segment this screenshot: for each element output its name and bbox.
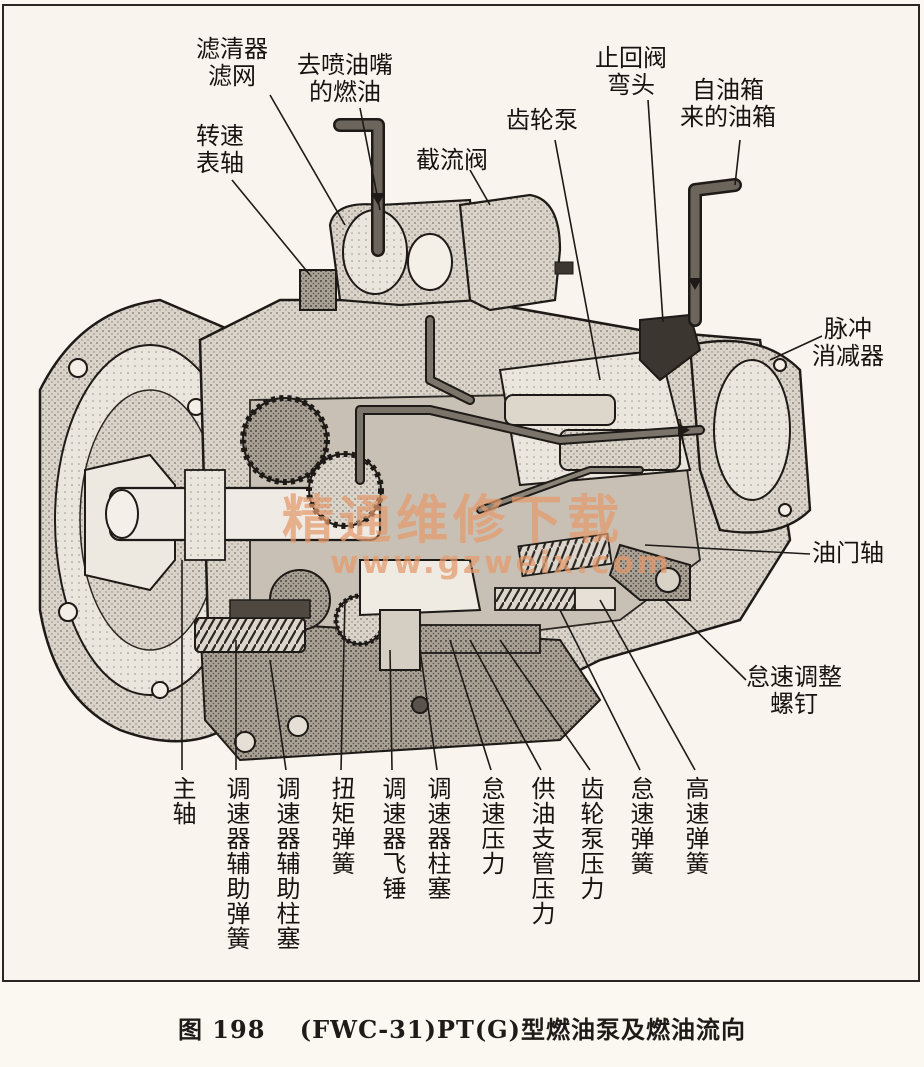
label-tach-shaft: 转速 表轴	[196, 122, 244, 177]
label-throttle-shaft: 油门轴	[812, 539, 884, 567]
label-gear-pump-pressure: 齿轮泵压力	[576, 776, 604, 901]
pulse-damper	[688, 339, 812, 534]
label-governor-aux-spring: 调速器辅助弹簧	[222, 776, 250, 951]
fuel-flow-paths	[333, 118, 742, 514]
label-governor-plunger: 调速器柱塞	[423, 776, 451, 901]
throttle-shaft-lever	[608, 543, 691, 601]
label-throttle-valve: 截流阀	[416, 146, 488, 174]
label-check-valve-elbow: 止回阀 弯头	[595, 44, 667, 99]
speed-springs	[494, 532, 616, 611]
label-filter-screen: 滤清器 滤网	[196, 35, 268, 90]
label-idle-adjust-screw: 怠速调整 螺钉	[746, 663, 842, 718]
label-governor-flyweight: 调速器飞锤	[378, 776, 406, 901]
label-governor-aux-plunger: 调速器辅助柱塞	[272, 776, 300, 951]
filter-and-throttle-housing	[299, 193, 574, 312]
label-main-shaft: 主轴	[168, 776, 196, 826]
check-valve-elbow	[639, 313, 702, 382]
label-high-speed-spring: 高速弹簧	[681, 776, 709, 876]
label-to-injector: 去喷油嘴 的燃油	[297, 51, 393, 106]
watermark-url: www.gzweix.com	[330, 545, 672, 581]
label-manifold-pressure: 供油支管压力	[527, 776, 555, 926]
watermark-text: 精通维修下载	[282, 490, 625, 551]
label-torque-spring: 扭矩弹簧	[327, 776, 355, 876]
governor-aux-assembly	[194, 599, 311, 653]
governor-assembly	[359, 559, 541, 671]
gear-pump-section	[498, 348, 692, 487]
label-from-tank: 自油箱 来的油箱	[680, 76, 776, 131]
leader-lines	[181, 94, 823, 771]
figure-caption: 图 198 (FWC-31)PT(G)型燃油泵及燃油流向	[177, 1015, 747, 1044]
label-idle-spring: 怠速弹簧	[626, 776, 654, 876]
label-idle-pressure: 怠速压力	[477, 776, 505, 876]
label-gear-pump: 齿轮泵	[506, 106, 578, 134]
label-pulse-damper: 脉冲 消减器	[812, 315, 884, 370]
